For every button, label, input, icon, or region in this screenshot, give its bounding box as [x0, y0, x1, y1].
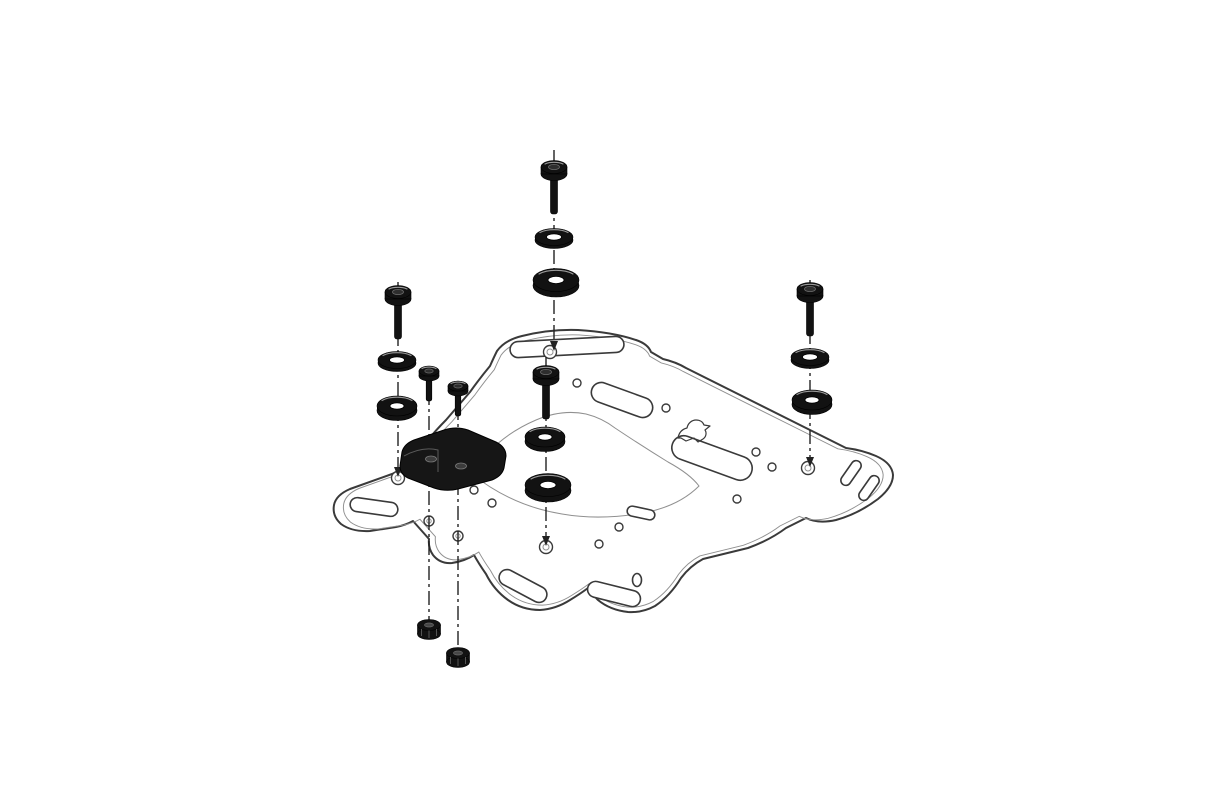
spacer-right: [791, 389, 833, 416]
screw-pad-1: [418, 365, 440, 402]
slot-left-wing: [349, 496, 399, 518]
slot-right-center: [671, 434, 753, 482]
nut-pad-2: [446, 647, 470, 668]
stack-top-center: [532, 159, 580, 298]
spacer-middle-lower: [524, 472, 572, 503]
mount-hole-right: [800, 460, 816, 476]
slot-upper-middle: [590, 381, 654, 419]
brand-logo-mark: [677, 419, 711, 443]
rack-plate-slots: [349, 335, 880, 608]
adapter-pad: [399, 427, 507, 491]
spacer-left: [376, 395, 418, 422]
screw-top-center: [540, 159, 568, 215]
adapter-pad-hole-2: [455, 462, 467, 470]
slot-oval-bottom-right: [631, 572, 643, 588]
adapter-pad-hole-1: [425, 455, 437, 463]
slot-bottom-tab-2: [586, 580, 642, 608]
rack-plate: [332, 328, 894, 614]
slot-bottom-tab-1: [498, 568, 548, 604]
screw-right: [796, 281, 824, 337]
nut-pad-1: [417, 619, 441, 640]
spacer-top-center: [532, 267, 580, 298]
stack-left: [376, 284, 418, 422]
slot-top: [509, 335, 625, 359]
stack-right: [790, 281, 833, 416]
slot-right-wing-1: [840, 459, 862, 487]
washer-left: [377, 350, 417, 373]
washer-right: [790, 347, 830, 370]
screw-left: [384, 284, 412, 340]
rack-plate-small-holes: [469, 378, 777, 549]
washer-top-center: [534, 227, 574, 250]
slot-right-wing-2: [858, 474, 880, 502]
slot-center-small: [626, 505, 656, 521]
spacer-middle-upper: [524, 426, 566, 453]
